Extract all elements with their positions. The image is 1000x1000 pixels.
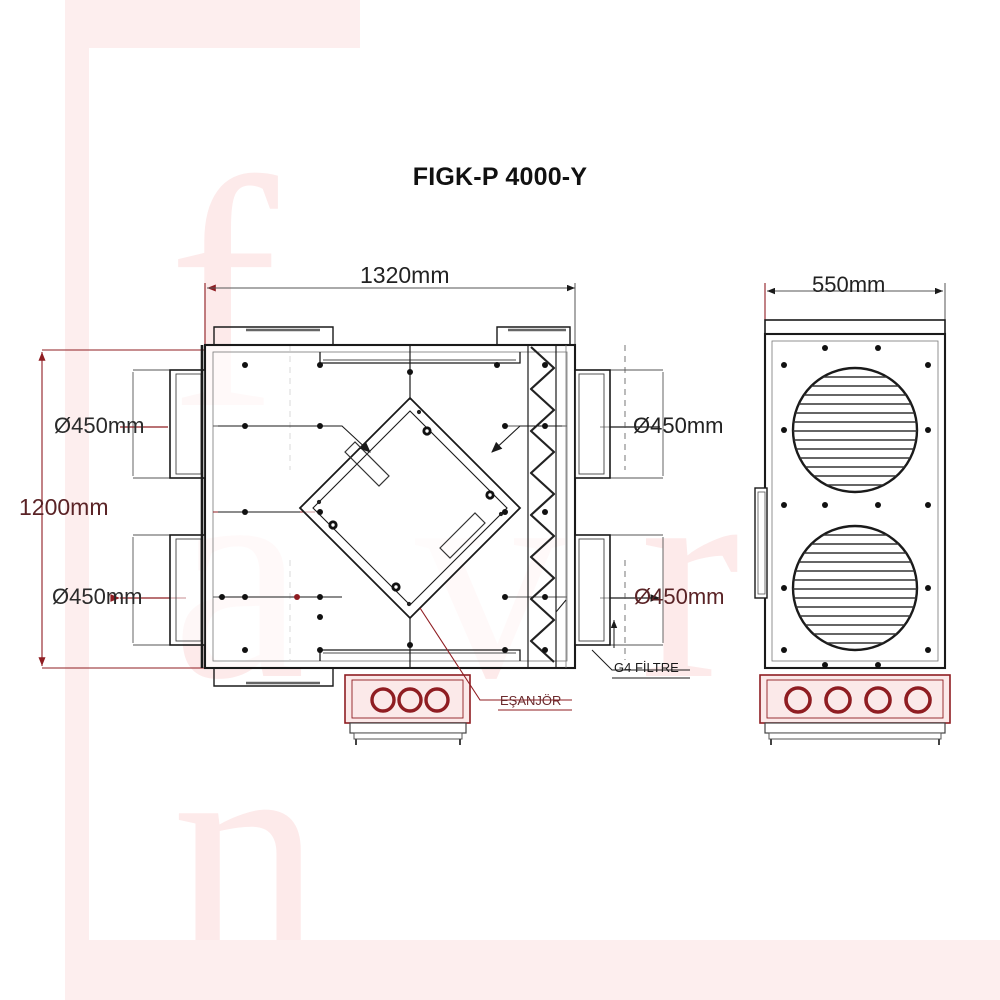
dimension-duct-bottom-right: Ø450mm xyxy=(634,584,725,609)
annotation-g4-filter: G4 FİLTRE xyxy=(614,660,679,675)
dimension-duct-bottom-left: Ø450mm xyxy=(52,584,143,609)
dimension-duct-top-left: Ø450mm xyxy=(54,413,145,438)
annotation-exchanger: EŞANJÖR xyxy=(500,693,562,708)
dimension-front-width: 1320mm xyxy=(360,262,450,288)
dimension-side-width: 550mm xyxy=(812,272,886,297)
watermark-letter-r: r xyxy=(640,409,740,741)
dimension-front-height: 1200mm xyxy=(19,494,109,520)
page-title: FIGK-P 4000-Y xyxy=(412,163,588,191)
dimension-duct-top-right: Ø450mm xyxy=(633,413,724,438)
